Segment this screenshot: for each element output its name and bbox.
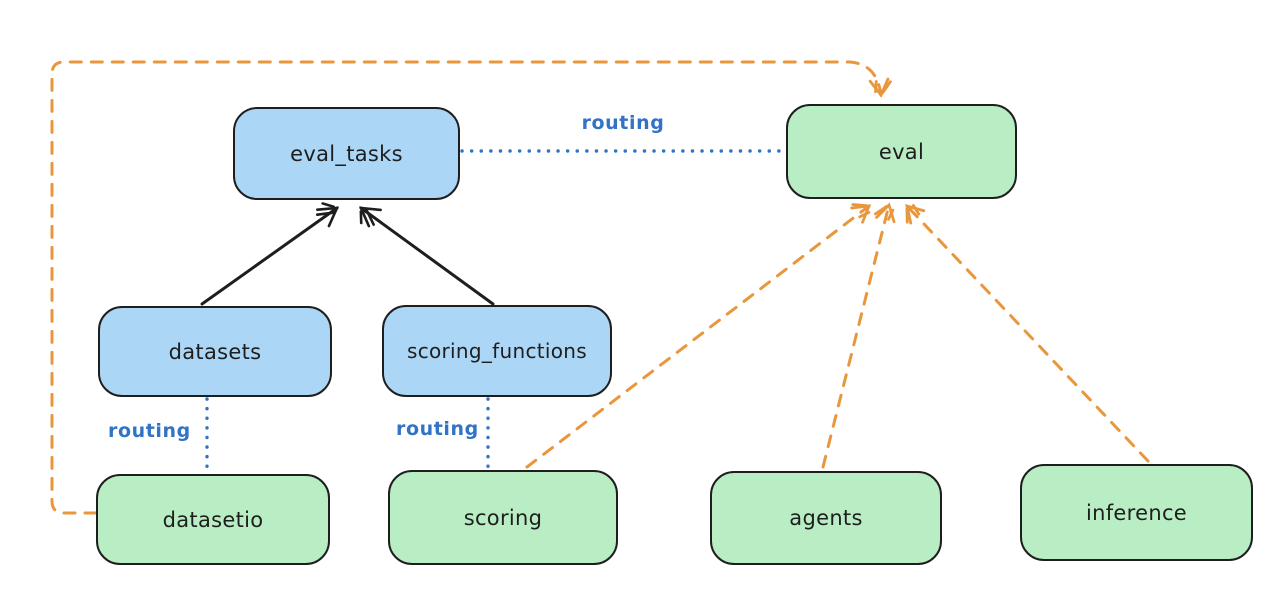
edge-datasetio-to-eval-arrow bbox=[50, 60, 892, 515]
edge-scoring_functions-to-eval_tasks-arrow bbox=[358, 206, 495, 306]
edge-label-routing-scoring_functions-scoring: routing bbox=[396, 418, 479, 440]
edge-datasets-to-eval_tasks-arrow bbox=[200, 202, 340, 306]
node-scoring: scoring bbox=[388, 470, 618, 565]
node-label-scoring: scoring bbox=[463, 505, 543, 530]
node-scoring_functions: scoring_functions bbox=[382, 305, 612, 397]
node-eval: eval bbox=[786, 104, 1017, 199]
node-label-eval_tasks: eval_tasks bbox=[290, 141, 403, 166]
node-eval_tasks: eval_tasks bbox=[233, 107, 460, 200]
node-label-datasetio: datasetio bbox=[162, 507, 264, 532]
edge-agents-to-eval-arrow bbox=[821, 202, 896, 469]
edge-scoring-to-eval-arrow bbox=[525, 203, 872, 469]
edge-label-routing-datasets-datasetio: routing bbox=[108, 420, 191, 442]
edge-label-routing-eval_tasks-eval: routing bbox=[581, 112, 665, 134]
node-label-eval: eval bbox=[878, 139, 925, 164]
node-datasetio: datasetio bbox=[96, 474, 330, 565]
node-label-agents: agents bbox=[789, 506, 863, 530]
node-agents: agents bbox=[710, 471, 942, 565]
node-label-inference: inference bbox=[1085, 500, 1188, 525]
node-datasets: datasets bbox=[98, 306, 332, 397]
edge-inference-to-eval-arrow bbox=[905, 204, 1150, 463]
node-label-datasets: datasets bbox=[168, 339, 262, 364]
node-inference: inference bbox=[1020, 464, 1253, 561]
node-label-scoring_functions: scoring_functions bbox=[406, 339, 588, 363]
